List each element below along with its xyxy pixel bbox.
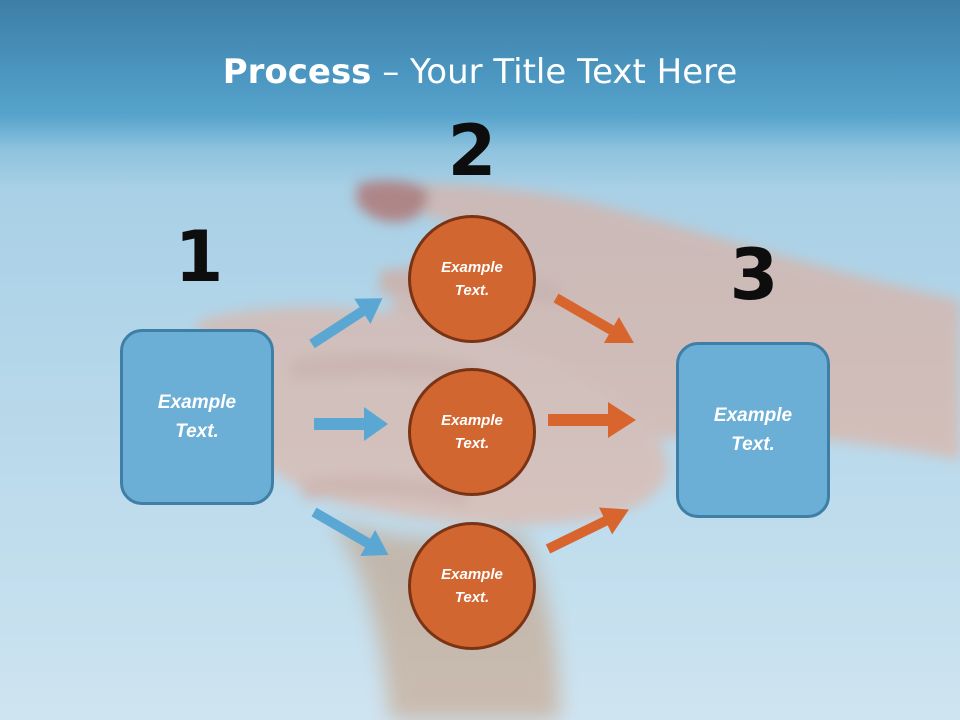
arrow-1-to-2a bbox=[309, 298, 383, 349]
step-2-circle-1-label: Example Text. bbox=[441, 259, 503, 299]
step-3-label: Example Text. bbox=[713, 405, 793, 455]
arrow-2c-to-3 bbox=[545, 507, 629, 554]
step-2-circle-3: Example Text. bbox=[408, 522, 536, 650]
slide-title: Process – Your Title Text Here bbox=[0, 52, 960, 92]
step-2-circle-1: Example Text. bbox=[408, 215, 536, 343]
arrow-1-to-2c bbox=[311, 507, 389, 556]
step-2-circle-3-label: Example Text. bbox=[441, 566, 503, 606]
step-2-circle-2: Example Text. bbox=[408, 368, 536, 496]
step-3-box: Example Text. bbox=[676, 342, 830, 518]
step-number-3: 3 bbox=[729, 234, 779, 316]
step-1-label: Example Text. bbox=[157, 392, 237, 442]
step-2-circle-2-label: Example Text. bbox=[441, 412, 503, 452]
title-rest: – Your Title Text Here bbox=[371, 52, 738, 92]
arrow-2a-to-3 bbox=[553, 293, 634, 343]
step-number-2: 2 bbox=[447, 110, 497, 192]
step-number-1: 1 bbox=[174, 216, 224, 298]
arrow-2b-to-3 bbox=[548, 402, 636, 438]
title-bold: Process bbox=[222, 52, 372, 92]
step-1-box: Example Text. bbox=[120, 329, 274, 505]
arrow-1-to-2b bbox=[314, 407, 388, 441]
